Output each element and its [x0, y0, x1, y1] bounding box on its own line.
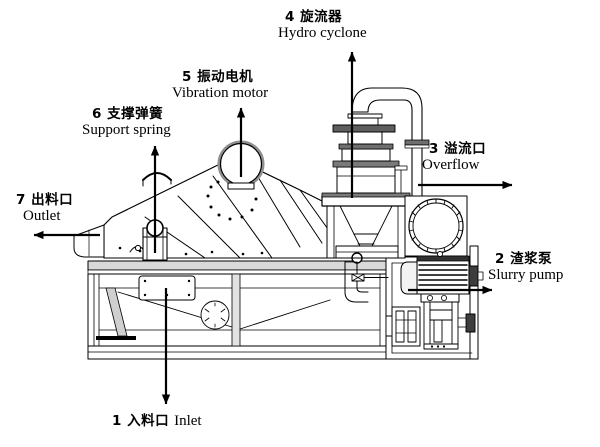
overflow-flange [404, 195, 468, 257]
callout-7-label-en: Outlet [23, 208, 61, 225]
callout-1-label-cn: 1 入料口 [112, 413, 170, 429]
callout-6-support-spring: 6 支撑弹簧 Support spring [82, 106, 171, 139]
callout-7-label-cn: 7 出料口 [16, 192, 74, 208]
callout-4-label-cn: 4 旋流器 [285, 9, 343, 25]
outlet-chute [73, 224, 105, 258]
callout-2-label-cn: 2 渣浆泵 [495, 251, 553, 267]
inlet-box [138, 275, 196, 301]
support-spring-assembly [142, 219, 168, 261]
callout-3-label-en: Overflow [422, 157, 480, 174]
callout-7-outlet: 7 出料口 Outlet [16, 192, 74, 225]
callout-6-label-cn: 6 支撑弹簧 [92, 106, 164, 122]
callout-5-label-en: Vibration motor [172, 85, 269, 102]
hydro-cyclone-body [321, 87, 430, 264]
pipe-valve [351, 273, 389, 282]
callout-4-hydro-cyclone: 4 旋流器 Hydro cyclone [278, 9, 367, 42]
slurry-pump-casing [385, 306, 421, 347]
callout-1-label-en: Inlet [174, 413, 202, 429]
slurry-pump-motor [400, 251, 484, 350]
callout-2-label-en: Slurry pump [488, 267, 564, 284]
cyclone-feed-pipe [351, 87, 430, 197]
callout-4-label-en: Hydro cyclone [278, 25, 367, 42]
support-base-frame [87, 245, 479, 360]
callout-5-vibration-motor: 5 振动电机 Vibration motor [172, 69, 269, 102]
callout-6-label-en: Support spring [82, 122, 171, 139]
vibrating-screen-deck [73, 162, 331, 259]
callout-5-label-cn: 5 振动电机 [182, 69, 254, 85]
callout-3-label-cn: 3 溢流口 [429, 141, 487, 157]
callout-2-slurry-pump: 2 渣浆泵 Slurry pump [488, 251, 564, 284]
cyclone-downcomer-pipe [344, 261, 389, 303]
vibration-motor [217, 140, 265, 190]
callout-3-overflow: 3 溢流口 Overflow [422, 141, 487, 174]
